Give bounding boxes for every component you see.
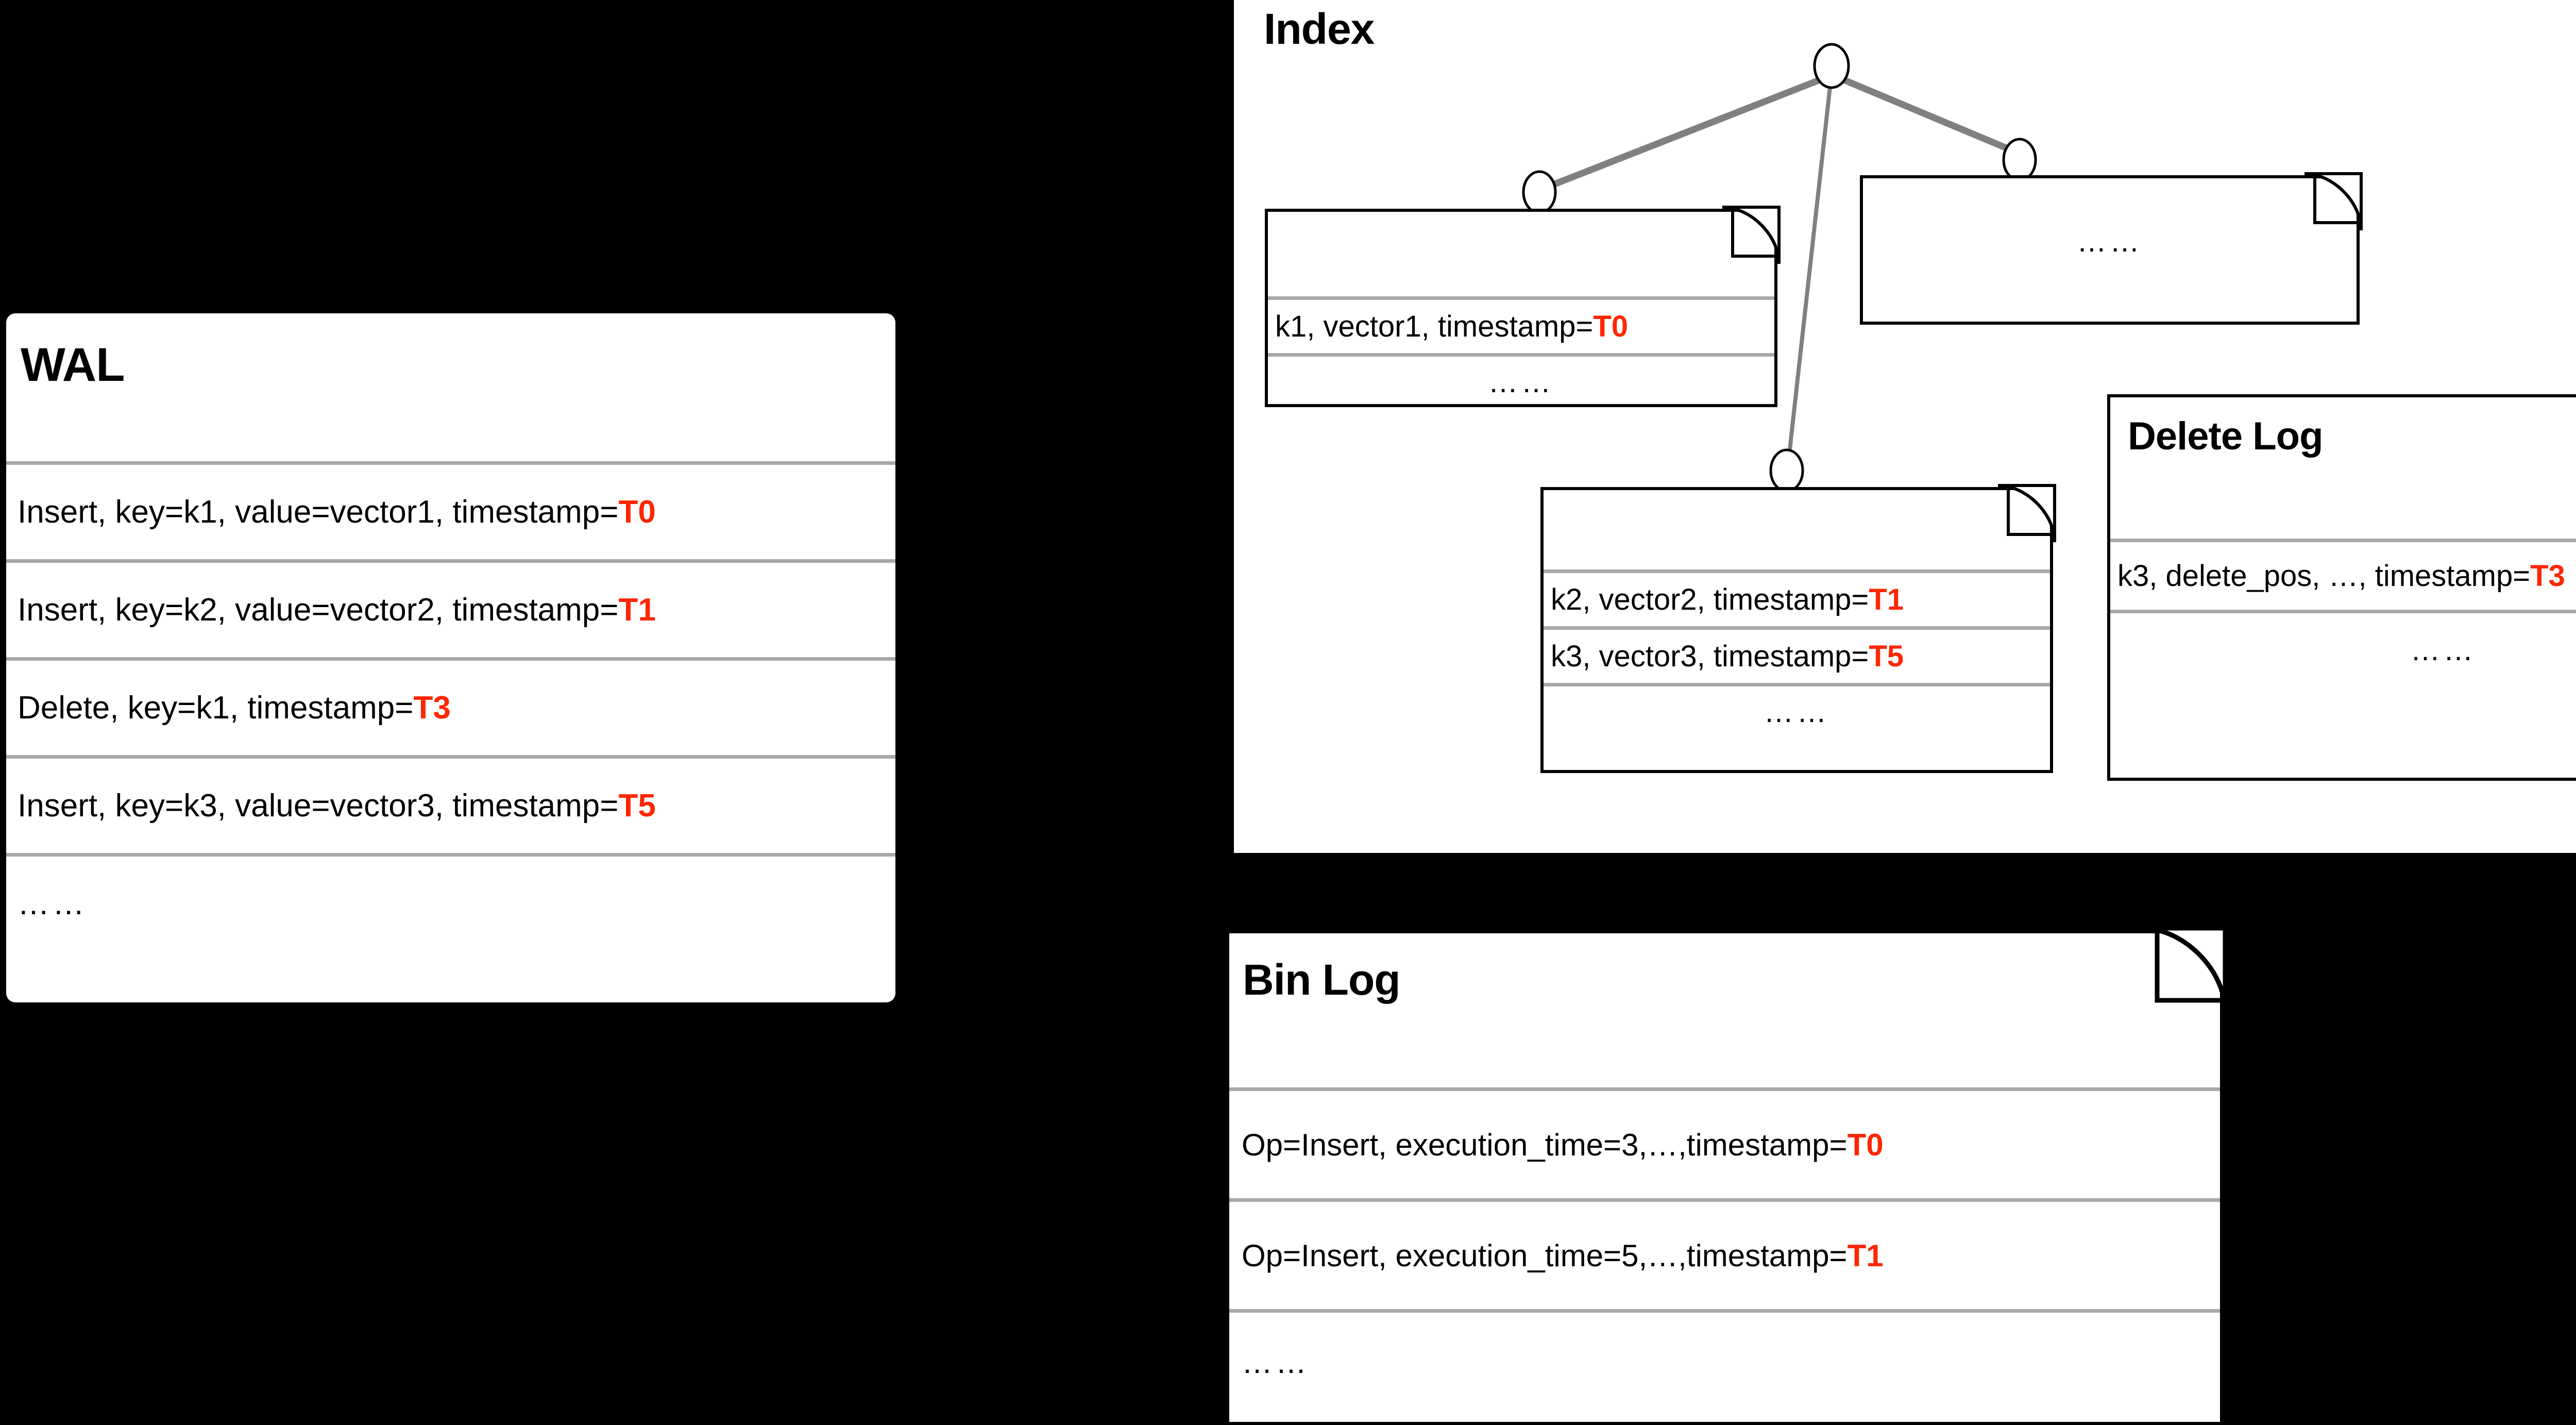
timestamp-badge: T5 xyxy=(618,788,656,824)
table-row: …… xyxy=(1229,1309,2220,1412)
table-row: k2, vector2, timestamp=T1 xyxy=(1544,569,2050,626)
bin-log-rows: Op=Insert, execution_time=3,…,timestamp=… xyxy=(1229,1087,2220,1412)
wal-row-text: …… xyxy=(18,886,88,921)
delete-log-row-text: k3, delete_pos, …, timestamp=T3 xyxy=(2117,559,2565,593)
table-row: …… xyxy=(6,853,895,951)
table-row: Op=Insert, execution_time=5,…,timestamp=… xyxy=(1229,1198,2220,1309)
index-tree xyxy=(1522,43,2037,493)
table-row: …… xyxy=(1544,683,2050,737)
bin-log-row-text: Op=Insert, execution_time=5,…,timestamp=… xyxy=(1242,1238,1884,1273)
wal-row-list: Insert, key=k1, value=vector1, timestamp… xyxy=(6,461,895,951)
index-leaf-k1: k1, vector1, timestamp=T0 …… xyxy=(1265,206,1781,407)
bin-log-card: Bin Log Op=Insert, execution_time=3,…,ti… xyxy=(1226,926,2228,1425)
index-leaf-k1-rows: k1, vector1, timestamp=T0 …… xyxy=(1268,296,1774,407)
delete-log-row-text: …… xyxy=(2410,633,2477,667)
index-title: Index xyxy=(1264,5,1375,53)
wal-title: WAL xyxy=(21,339,125,391)
index-leaf-ellipsis: …… xyxy=(1860,172,2363,325)
bottom-child-node xyxy=(1769,448,1804,493)
delete-log-title: Delete Log xyxy=(2128,414,2323,458)
doc-outline xyxy=(2107,394,2576,781)
timestamp-badge: T1 xyxy=(618,592,656,628)
table-row: …… xyxy=(2110,610,2576,687)
delete-log-card: Delete Log k3, delete_pos, …, timestamp=… xyxy=(2107,394,2576,781)
bin-log-title: Bin Log xyxy=(1243,955,1401,1004)
leaf-row-text: k2, vector2, timestamp=T1 xyxy=(1551,583,1904,616)
doc-outline xyxy=(1860,175,2360,325)
wal-row-text: Delete, key=k1, timestamp=T3 xyxy=(18,690,451,726)
tree-edge-right xyxy=(1836,74,2018,155)
table-row: …… xyxy=(1268,353,1774,407)
bin-log-row-text: …… xyxy=(1242,1345,1310,1380)
table-row: k1, vector1, timestamp=T0 xyxy=(1268,296,1774,353)
root-node xyxy=(1813,43,1850,89)
wal-row-text: Insert, key=k3, value=vector3, timestamp… xyxy=(18,788,656,824)
leaf-ellipsis-text: …… xyxy=(2077,225,2143,258)
timestamp-badge: T3 xyxy=(2530,559,2565,593)
leaf-row-text: k3, vector3, timestamp=T5 xyxy=(1551,640,1904,673)
delete-log-rows: k3, delete_pos, …, timestamp=T3 …… xyxy=(2110,539,2576,687)
table-row: Delete, key=k1, timestamp=T3 xyxy=(6,657,895,755)
tree-edge-bottom xyxy=(1787,82,1833,459)
table-row: Op=Insert, execution_time=3,…,timestamp=… xyxy=(1229,1087,2220,1198)
right-child-node xyxy=(2002,138,2037,182)
wal-panel: WAL Insert, key=k1, value=vector1, times… xyxy=(6,313,895,1002)
table-row: k3, vector3, timestamp=T5 xyxy=(1544,626,2050,683)
table-row: Insert, key=k3, value=vector3, timestamp… xyxy=(6,755,895,853)
table-row: Insert, key=k1, value=vector1, timestamp… xyxy=(6,461,895,559)
table-row: Insert, key=k2, value=vector2, timestamp… xyxy=(6,559,895,657)
timestamp-badge: T5 xyxy=(1869,640,1904,673)
index-leaf-k2k3: k2, vector2, timestamp=T1 k3, vector3, t… xyxy=(1540,484,2056,773)
doc-outline xyxy=(1540,487,2053,773)
tree-edge-left xyxy=(1541,74,1828,192)
timestamp-badge: T0 xyxy=(1847,1127,1884,1162)
index-panel: Index k1, vector1, timestamp=T0 …… xyxy=(1234,0,2576,853)
doc-outline xyxy=(1226,930,2223,1425)
table-row: k3, delete_pos, …, timestamp=T3 xyxy=(2110,539,2576,610)
left-child-node xyxy=(1522,170,1557,214)
leaf-row-text: …… xyxy=(1764,695,1830,729)
timestamp-badge: T1 xyxy=(1847,1238,1884,1273)
timestamp-badge: T1 xyxy=(1869,583,1904,616)
bin-log-row-text: Op=Insert, execution_time=3,…,timestamp=… xyxy=(1242,1127,1884,1162)
index-leaf-k2k3-rows: k2, vector2, timestamp=T1 k3, vector3, t… xyxy=(1544,569,2050,737)
doc-outline xyxy=(1265,209,1777,407)
leaf-row-text: k1, vector1, timestamp=T0 xyxy=(1275,310,1628,343)
leaf-row-text: …… xyxy=(1488,365,1554,399)
timestamp-badge: T0 xyxy=(1593,310,1628,343)
timestamp-badge: T3 xyxy=(413,690,451,726)
wal-row-text: Insert, key=k1, value=vector1, timestamp… xyxy=(18,494,656,530)
timestamp-badge: T0 xyxy=(618,494,656,530)
wal-row-text: Insert, key=k2, value=vector2, timestamp… xyxy=(18,592,656,628)
